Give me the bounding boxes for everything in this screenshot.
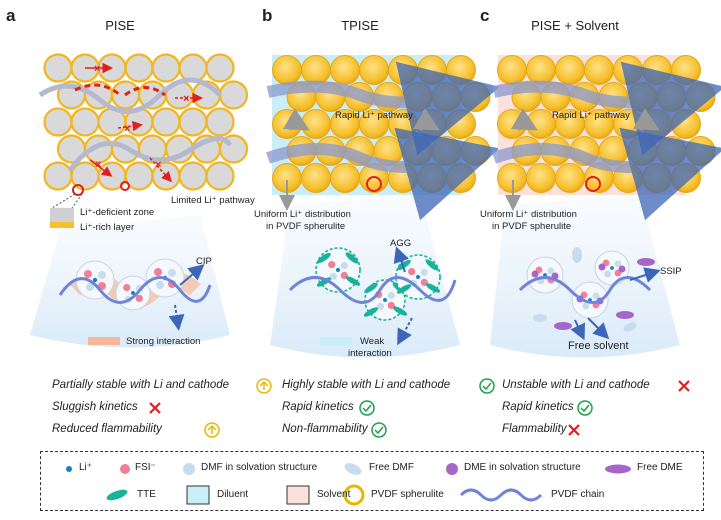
tpise-spherulite-grid — [272, 55, 491, 193]
prop-c-2: Rapid kinetics — [502, 401, 574, 413]
agg-label: AGG — [390, 238, 412, 249]
legend: Li⁺ FSI⁻ DMF in solvation structure Free… — [40, 451, 704, 511]
legend-symbols — [66, 463, 631, 506]
legend-dme-solvation: DME in solvation structure — [464, 462, 581, 473]
prop-c-1: Unstable with Li and cathode — [502, 379, 650, 391]
pise-spherulite-grid — [43, 53, 249, 191]
cip-label: CIP — [196, 256, 212, 267]
legend-fsi: FSI⁻ — [135, 462, 156, 473]
panel-c-letter: c — [480, 6, 490, 25]
svg-text:×: × — [124, 123, 130, 135]
panel-b-title: TPISE — [341, 18, 379, 33]
prop-a-1: Partially stable with Li and cathode — [52, 379, 230, 391]
legend-dmf-solvation: DMF in solvation structure — [201, 462, 318, 473]
prop-c-3: Flammability — [502, 423, 567, 435]
prop-b-3: Non-flammability — [282, 423, 368, 435]
legend-chain: PVDF chain — [551, 489, 605, 500]
rapid-pathway-label-c: Rapid Li⁺ pathway — [552, 110, 630, 121]
limited-pathway-label: Limited Li⁺ pathway — [171, 195, 255, 206]
legend-solvent: Solvent — [317, 489, 351, 500]
legend-spherulite: PVDF spherulite — [371, 489, 444, 500]
rapid-pathway-label-b: Rapid Li⁺ pathway — [335, 110, 413, 121]
li-deficient-zone-label: Li⁺-deficient zone — [80, 207, 155, 218]
panel-a-title: PISE — [105, 18, 135, 33]
legend-free-dmf: Free DMF — [369, 462, 414, 473]
spherulite-label-b: in PVDF spherulite — [266, 221, 346, 232]
legend-li: Li⁺ — [79, 462, 93, 473]
li-rich-layer-label: Li⁺-rich layer — [80, 222, 135, 233]
svg-text:×: × — [155, 159, 161, 171]
prop-b-2: Rapid kinetics — [282, 401, 354, 413]
zoom-cone-b — [270, 195, 460, 358]
prop-a-2: Sluggish kinetics — [52, 401, 138, 413]
diagram-canvas: × × × × × — [30, 53, 721, 358]
interaction-label: interaction — [348, 348, 392, 359]
ssip-label: SSIP — [660, 266, 682, 277]
svg-text:×: × — [95, 159, 101, 171]
legend-tte: TTE — [137, 489, 156, 500]
free-solvent-label: Free solvent — [568, 340, 629, 352]
uniform-distribution-label-b: Uniform Li⁺ distribution — [254, 209, 351, 220]
legend-diluent: Diluent — [217, 489, 249, 500]
prop-b-1: Highly stable with Li and cathode — [282, 379, 451, 391]
panel-a-letter: a — [6, 6, 16, 25]
weak-label: Weak — [360, 336, 385, 347]
spherulite-label-c: in PVDF spherulite — [492, 221, 572, 232]
pise-solvent-spherulite-grid — [497, 55, 716, 193]
svg-text:×: × — [94, 63, 100, 75]
legend-free-dme: Free DME — [637, 462, 683, 473]
strong-interaction-label: Strong interaction — [126, 336, 201, 347]
uniform-distribution-label-c: Uniform Li⁺ distribution — [480, 209, 577, 220]
panel-c-title: PISE + Solvent — [531, 18, 619, 33]
panel-b-letter: b — [262, 6, 273, 25]
prop-a-3: Reduced flammability — [52, 423, 162, 435]
svg-text:×: × — [183, 93, 189, 105]
